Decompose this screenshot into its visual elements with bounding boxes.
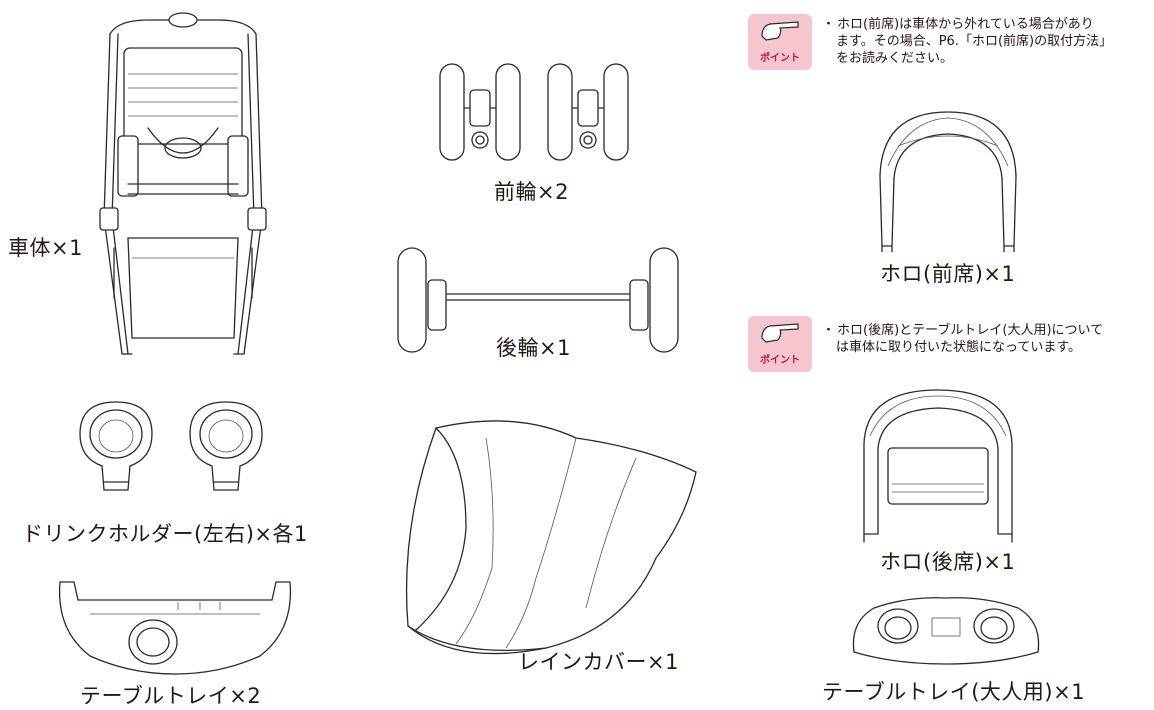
point-badge-1: ポイント	[748, 14, 812, 70]
rear-hood-illustration	[858, 384, 1018, 544]
point-badge-label: ポイント	[760, 53, 800, 64]
table-tray-label: テーブルトレイ×2	[80, 684, 262, 708]
rain-cover-illustration	[396, 408, 706, 666]
front-hood-label: ホロ(前席)×1	[880, 262, 1016, 286]
drink-holders-illustration	[74, 396, 274, 502]
note2-line2: は車体に取り付いた状態になっています。	[836, 340, 1082, 355]
note2-line1: ホロ(後席)とテーブルトレイ(大人用)について	[837, 323, 1104, 338]
front-hood-illustration	[868, 106, 1028, 252]
note1-bullet: ・	[822, 17, 836, 32]
note-front-hood: ・ホロ(前席)は車体から外れている場合があり ます。その場合、P6.「ホロ(前席…	[822, 16, 1112, 67]
front-wheels-illustration	[438, 60, 638, 170]
point-badge-label: ポイント	[760, 355, 800, 366]
table-tray-adult-label: テーブルトレイ(大人用)×1	[822, 680, 1086, 704]
rear-hood-label: ホロ(後席)×1	[880, 550, 1016, 574]
note1-line3: をお読みください。	[836, 51, 954, 66]
front-wheel-label: 前輪×2	[494, 180, 569, 204]
stroller-body-illustration	[88, 8, 278, 370]
pointing-hand-icon	[761, 21, 799, 41]
rear-wheel-illustration	[394, 244, 684, 356]
rear-wheel-label: 後輪×1	[496, 336, 571, 360]
rain-cover-label: レインカバー×1	[518, 650, 679, 674]
table-tray-adult-illustration	[848, 592, 1044, 668]
note-rear-hood: ・ホロ(後席)とテーブルトレイ(大人用)について は車体に取り付いた状態になって…	[822, 322, 1103, 356]
pointing-hand-icon	[761, 323, 799, 343]
point-badge-2: ポイント	[748, 316, 812, 372]
drink-holder-label: ドリンクホルダー(左右)×各1	[22, 522, 308, 546]
body-label: 車体×1	[8, 236, 83, 260]
note2-bullet: ・	[822, 323, 836, 338]
table-tray-illustration	[50, 570, 300, 676]
note1-line1: ホロ(前席)は車体から外れている場合があり	[837, 17, 1094, 32]
note1-line2: ます。その場合、P6.「ホロ(前席)の取付方法」	[836, 34, 1113, 49]
